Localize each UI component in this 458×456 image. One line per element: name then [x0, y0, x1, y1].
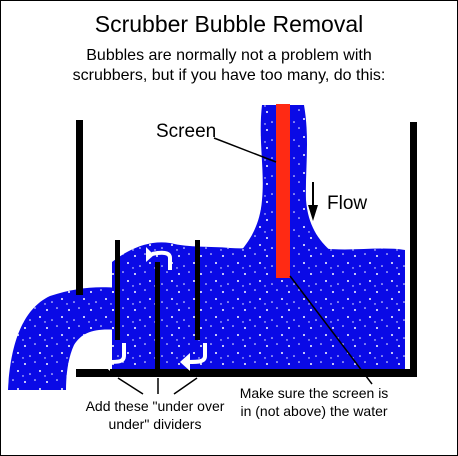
note-line-2: in (not above) the water: [240, 403, 387, 419]
dividers-label-line-2: under" dividers: [109, 416, 202, 432]
tank-bubbles: [112, 242, 405, 372]
tank-left-wall: [76, 120, 83, 295]
screen-pointer-line: [213, 137, 277, 163]
divider-middle: [155, 262, 160, 374]
flow-down-arrow-icon: [308, 182, 318, 221]
subtitle-line-1: Bubbles are normally not a problem with: [86, 47, 371, 64]
dividers-label-line-1: Add these "under over: [86, 398, 225, 414]
note-pointer-line: [289, 275, 373, 385]
flow-arrow-left-icon: [100, 343, 126, 371]
tank-bottom: [76, 369, 417, 377]
tank-right-wall: [410, 122, 417, 377]
divider-pointer-lines: [117, 377, 198, 395]
flow-arrow-right-icon: [180, 343, 207, 371]
divider-right: [195, 240, 200, 340]
screen-label: Screen: [156, 121, 216, 142]
flow-label: Flow: [327, 193, 367, 214]
note-line-1: Make sure the screen is: [240, 385, 389, 401]
divider-left: [115, 240, 120, 340]
diagram-title: Scrubber Bubble Removal: [95, 11, 363, 37]
subtitle-line-2: scrubbers, but if you have too many, do …: [73, 67, 386, 84]
flow-arrow-up-icon: [146, 247, 172, 270]
screen: [276, 104, 290, 278]
inlet-bubbles: [8, 287, 118, 390]
